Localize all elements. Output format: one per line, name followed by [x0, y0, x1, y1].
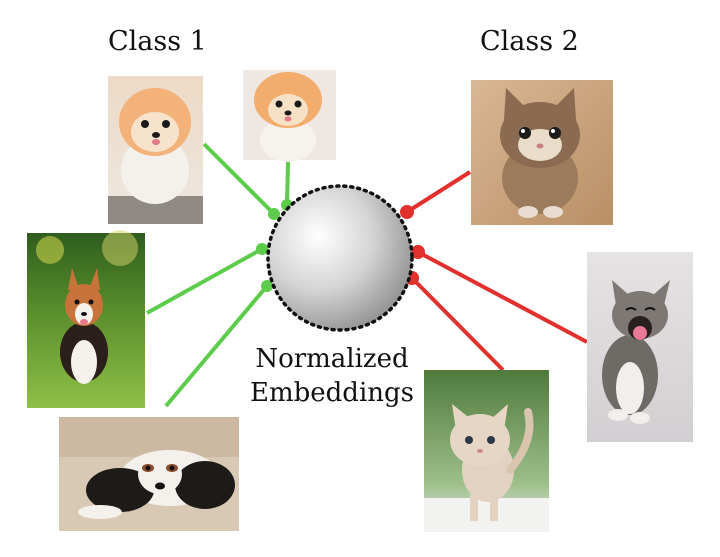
spoke-corgi: [146, 247, 263, 315]
spoke-tabby-kitten: [405, 170, 472, 214]
image-cream-kitten: [424, 370, 549, 532]
class-1-label: Class 1: [108, 26, 207, 57]
image-tabby-kitten: [471, 80, 613, 225]
class-2-spokes: [400, 170, 588, 372]
embeddings-label-line-1: Normalized: [255, 344, 409, 374]
red-dot: [400, 205, 414, 219]
image-corgi: [27, 230, 145, 408]
image-yawning-kitten: [587, 252, 693, 442]
red-dot: [411, 245, 425, 259]
spoke-cream-kitten: [410, 276, 505, 372]
normalized-embeddings-label: Normalized Embeddings: [232, 342, 432, 410]
embedding-sphere: [266, 184, 414, 332]
image-pomeranian-1: [108, 76, 203, 224]
spoke-pomeranian-2: [285, 161, 290, 206]
image-pomeranian-2: [243, 70, 336, 162]
embeddings-label-line-2: Embeddings: [250, 378, 414, 408]
image-cavalier-spaniel: [59, 417, 239, 531]
class-1-spokes: [146, 142, 293, 408]
green-dot: [256, 243, 268, 255]
spoke-pomeranian-1: [202, 142, 276, 216]
spoke-yawning-kitten: [417, 250, 588, 344]
green-dot: [261, 280, 273, 292]
spoke-spaniel: [164, 284, 269, 408]
green-dot: [268, 208, 280, 220]
class-2-label: Class 2: [480, 26, 579, 57]
